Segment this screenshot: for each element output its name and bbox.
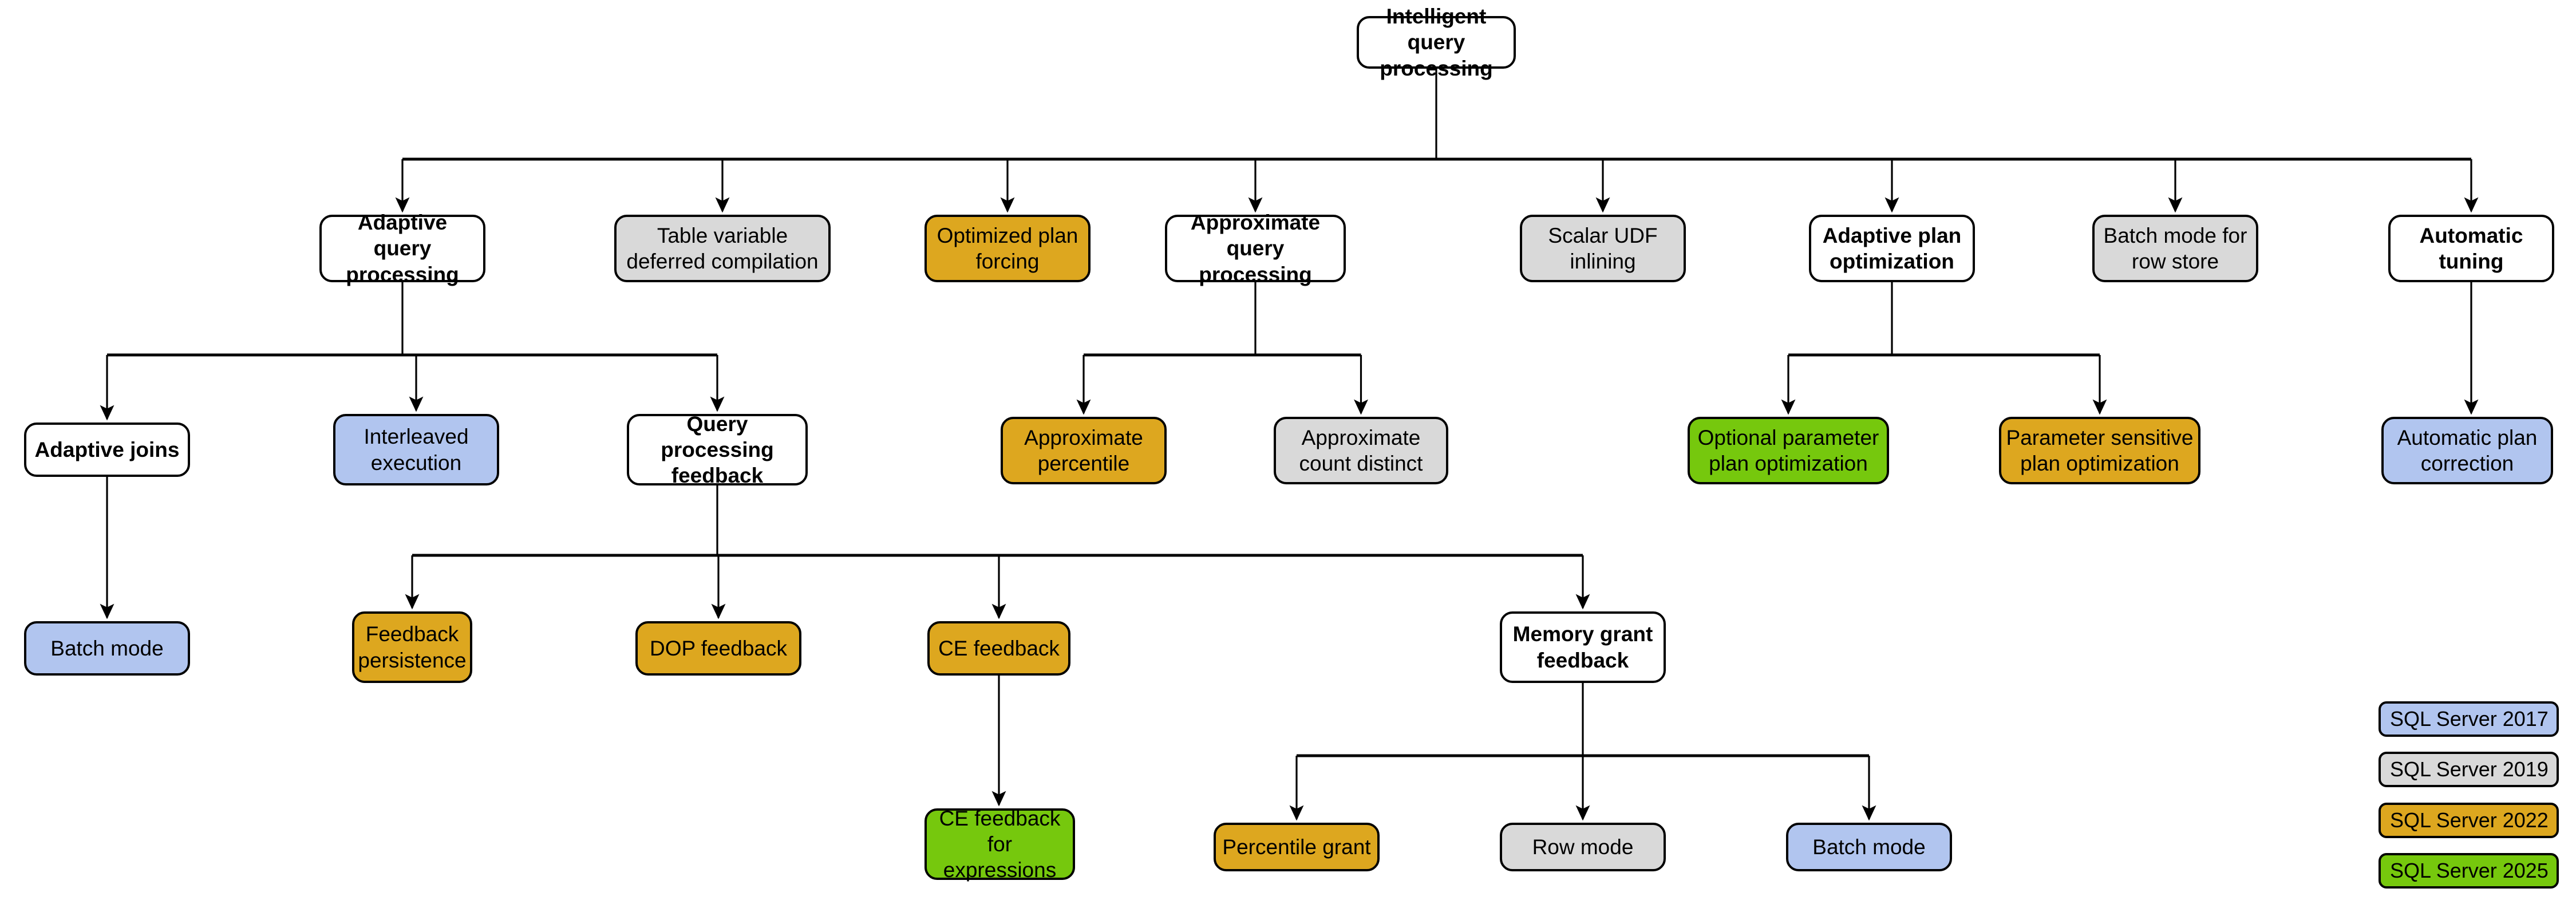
legend-label: SQL Server 2022	[2390, 808, 2549, 832]
node-ce-feedback[interactable]: CE feedback	[927, 621, 1070, 676]
node-batch-mode-adaptive-joins[interactable]: Batch mode	[24, 621, 190, 676]
node-row-mode[interactable]: Row mode	[1500, 823, 1666, 871]
node-label: Batch mode	[1812, 835, 1926, 859]
legend-sql-server-2025: SQL Server 2025	[2379, 853, 2559, 889]
legend-sql-server-2019: SQL Server 2019	[2379, 752, 2559, 787]
node-label: Adaptive joins	[34, 437, 180, 461]
node-dop-feedback[interactable]: DOP feedback	[635, 621, 801, 676]
legend-label: SQL Server 2017	[2390, 707, 2549, 731]
node-label: Percentile grant	[1222, 835, 1371, 859]
legend-sql-server-2017: SQL Server 2017	[2379, 701, 2559, 737]
node-adaptive-joins[interactable]: Adaptive joins	[24, 423, 190, 477]
node-batch-mode-memory-grant[interactable]: Batch mode	[1786, 823, 1952, 871]
legend-label: SQL Server 2025	[2390, 859, 2549, 882]
node-percentile-grant[interactable]: Percentile grant	[1214, 823, 1380, 871]
node-label: Batch mode	[50, 636, 164, 660]
node-label: Row mode	[1532, 835, 1634, 859]
legend-sql-server-2022: SQL Server 2022	[2379, 803, 2559, 838]
node-label: CE feedback	[938, 636, 1060, 660]
legend-label: SQL Server 2019	[2390, 757, 2549, 781]
node-label: DOP feedback	[650, 636, 787, 660]
